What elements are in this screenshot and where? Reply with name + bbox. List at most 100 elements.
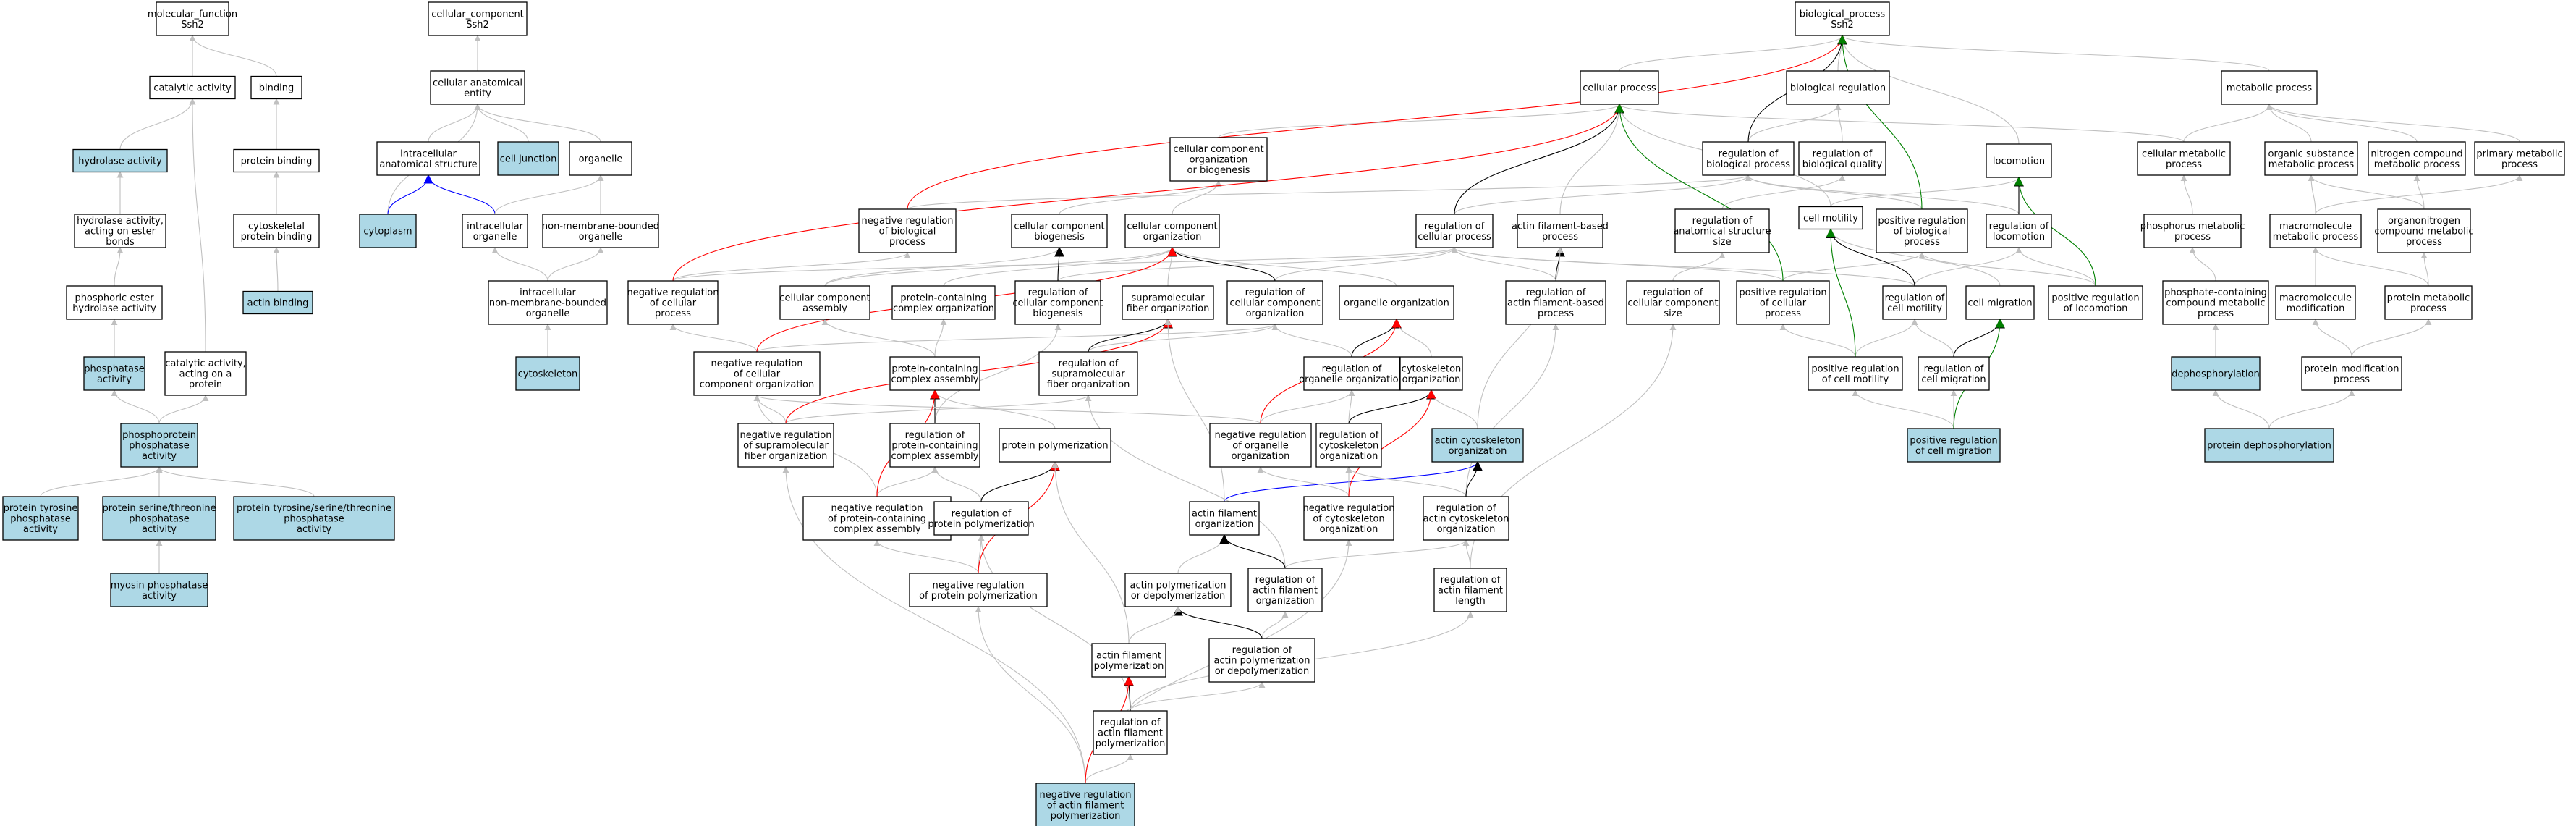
node-binding[interactable]: binding <box>250 75 302 100</box>
edge-primmetab-is-a-metab <box>2266 104 2520 143</box>
node-bioreg[interactable]: biological regulation <box>1786 70 1890 105</box>
edge-pcassem-is-a-ccassem <box>821 319 936 358</box>
node-label-mf-line-0: molecular_function <box>148 9 237 20</box>
node-dephos[interactable]: dephosphorylation <box>2171 356 2261 391</box>
node-locomotion[interactable]: locomotion <box>1986 143 2052 178</box>
node-inmbo[interactable]: intracellularnon-membrane-boundedorganel… <box>488 280 608 325</box>
node-protdephos[interactable]: protein dephosphorylation <box>2204 428 2334 463</box>
node-organelle[interactable]: organelle <box>569 141 632 176</box>
edge-phosmetab-is-a-cellmetab <box>2180 174 2193 215</box>
node-protbind[interactable]: protein binding <box>233 148 320 173</box>
node-orgorg[interactable]: organelle organization <box>1339 285 1454 320</box>
node-cytoskel[interactable]: cytoskeleton <box>515 356 580 391</box>
node-psthr[interactable]: protein serine/threoninephosphataseactiv… <box>102 496 216 541</box>
node-cellmot[interactable]: cell motility <box>1798 206 1863 230</box>
node-ptyrst[interactable]: protein tyrosine/serine/threoninephospha… <box>233 496 395 541</box>
node-actinbind[interactable]: actin binding <box>242 290 313 315</box>
node-catact[interactable]: catalytic activity <box>149 75 236 100</box>
node-cytoplasm[interactable]: cytoplasm <box>359 214 417 248</box>
node-cellproc[interactable]: cellular process <box>1580 70 1659 105</box>
node-celljunc[interactable]: cell junction <box>497 141 559 176</box>
node-cellmig[interactable]: cell migration <box>1965 285 2035 320</box>
node-metab[interactable]: metabolic process <box>2221 70 2318 105</box>
node-hydact[interactable]: hydrolase activity <box>72 148 168 173</box>
node-protpoly[interactable]: protein polymerization <box>999 428 1111 463</box>
